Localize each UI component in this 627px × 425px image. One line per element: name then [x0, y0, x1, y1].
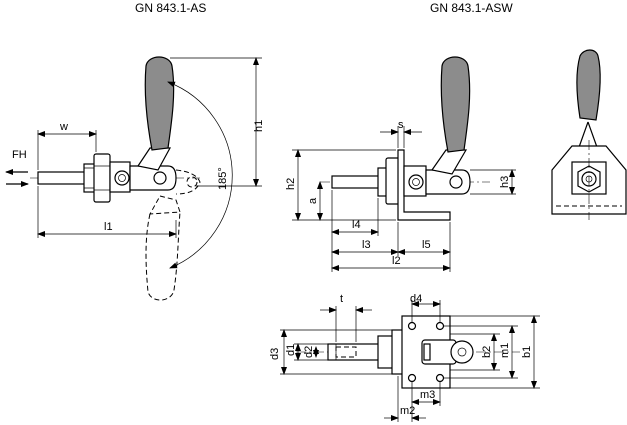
- label-h3: h3: [499, 176, 511, 188]
- label-l2: l2: [392, 255, 401, 267]
- label-d3: d3: [269, 348, 281, 360]
- label-l5: l5: [422, 239, 431, 251]
- label-d1: d1: [285, 344, 297, 356]
- top-view: t d4 d3 d1 d2 b2 m1 b1 m3: [269, 293, 540, 422]
- label-m1: m1: [499, 343, 511, 358]
- angle-bracket: [397, 149, 451, 221]
- pivot-pin: [114, 170, 130, 186]
- handle: [144, 56, 175, 151]
- label-d4: d4: [410, 293, 422, 305]
- label-b2: b2: [481, 346, 493, 358]
- hex-nut: [93, 153, 111, 203]
- label-angle: 185°: [217, 167, 229, 190]
- label-s: s: [398, 119, 404, 131]
- label-a: a: [307, 197, 319, 204]
- handle-front: [576, 49, 601, 121]
- front-view: [551, 49, 627, 220]
- label-fh: FH: [12, 149, 27, 161]
- label-l4: l4: [352, 219, 361, 231]
- label-b1: b1: [521, 346, 533, 358]
- left-view: FH 185° w: [5, 56, 265, 301]
- handle-asw: [440, 56, 471, 153]
- label-t: t: [340, 293, 343, 305]
- right-side-view: s h2 a h3 l4 l3 l5 l2: [285, 56, 516, 272]
- label-m3: m3: [420, 389, 435, 401]
- plunger-rod: [37, 171, 91, 185]
- label-h2: h2: [285, 178, 297, 190]
- label-d2: d2: [303, 346, 315, 358]
- label-h1: h1: [253, 120, 265, 132]
- label-w: w: [59, 121, 68, 133]
- label-m2: m2: [400, 405, 415, 417]
- force-arrows: [5, 169, 29, 187]
- title-left: GN 843.1-AS: [135, 1, 206, 15]
- label-l3: l3: [362, 239, 371, 251]
- label-l1: l1: [104, 221, 113, 233]
- title-right: GN 843.1-ASW: [430, 1, 513, 15]
